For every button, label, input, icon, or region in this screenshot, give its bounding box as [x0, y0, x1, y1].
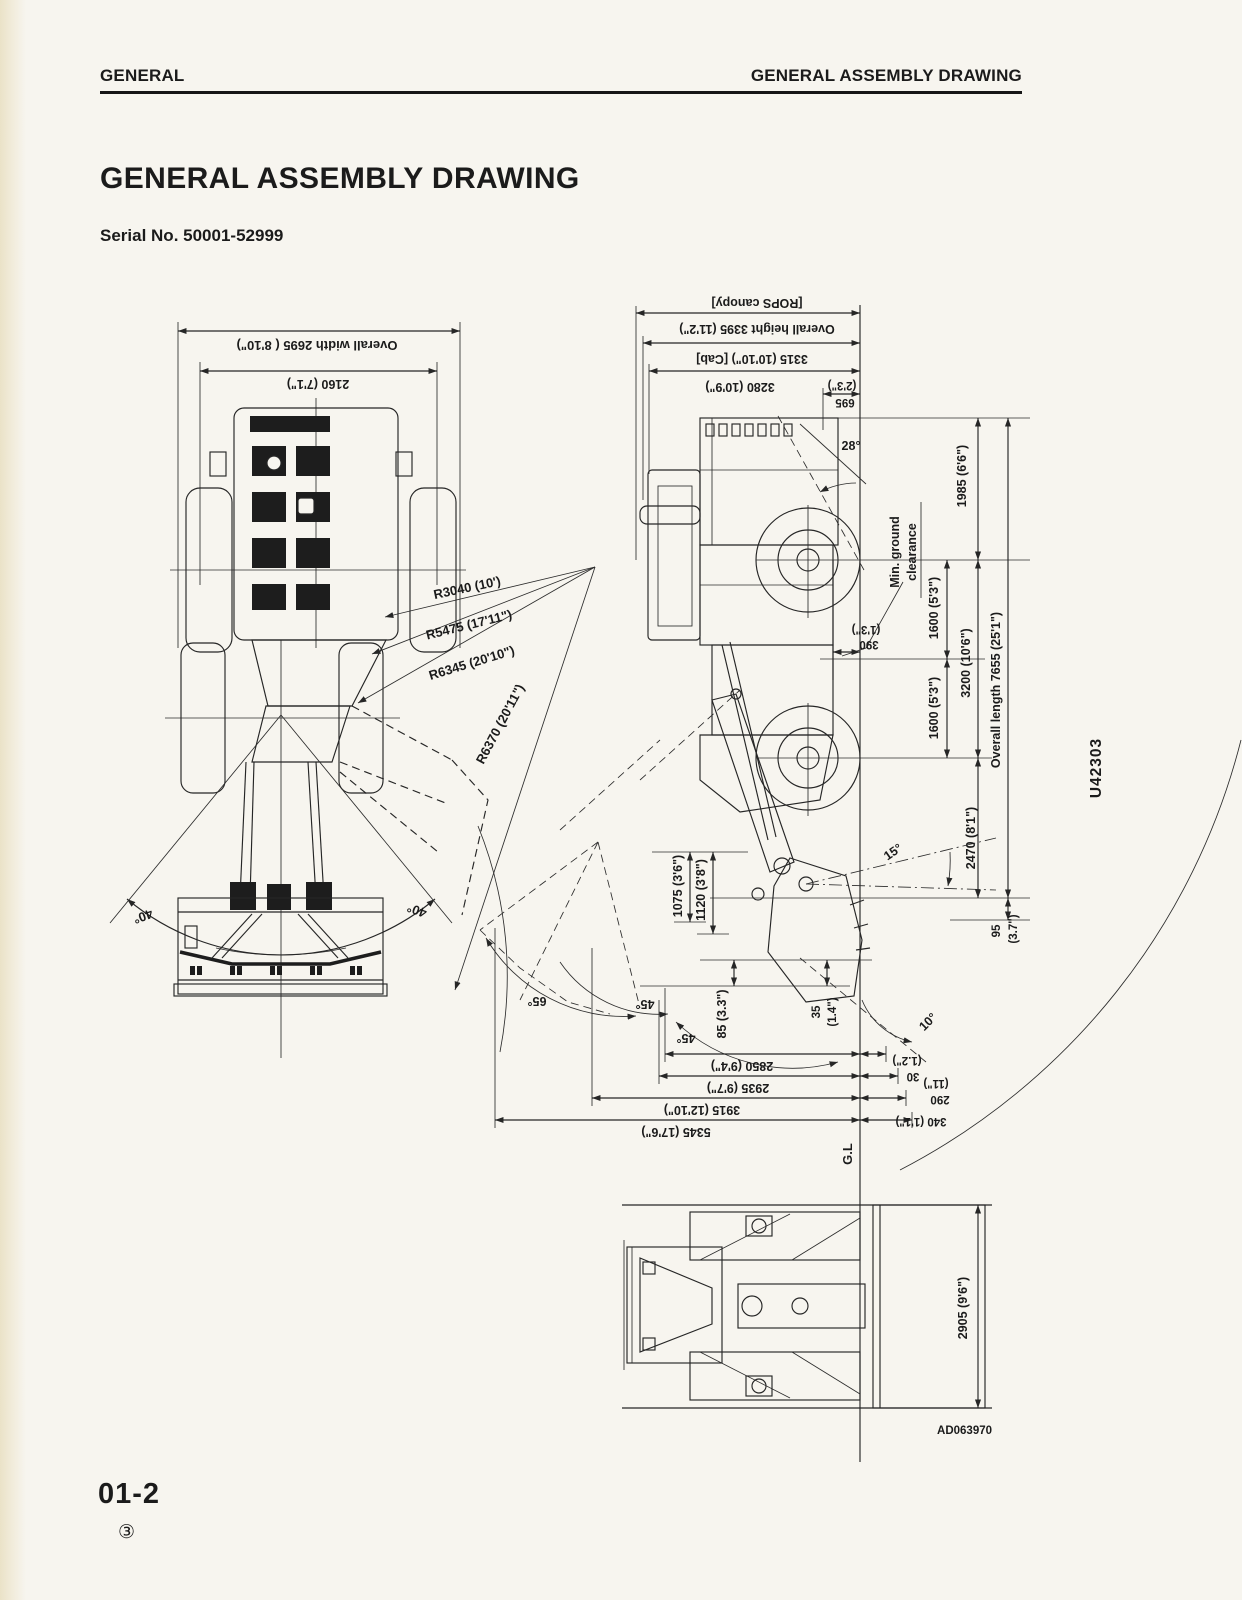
dim-95: 95: [991, 924, 1003, 937]
hood-ribs: [705, 423, 793, 437]
label-rops-canopy: [ROPS canopy]: [712, 296, 803, 310]
dim-5345: 5345 (17'6"): [641, 1125, 710, 1139]
dim-695-in: (2'3"): [828, 379, 857, 391]
radius-r5475: R5475 (17'11"): [424, 607, 513, 643]
dim-85: 85 (3.3"): [715, 989, 729, 1038]
side-angle-callouts: 28° 15° 10° 65° 45° 45°: [485, 423, 953, 1069]
dim-290: 290: [930, 1093, 949, 1105]
figure-code: AD063970: [937, 1425, 992, 1437]
dim-overall-length: Overall length 7655 (25'1"): [989, 612, 1003, 768]
dim-2850: 2850 (9'4"): [711, 1059, 773, 1073]
dim-30: 30: [907, 1070, 920, 1082]
angle-15: 15°: [881, 841, 905, 863]
dim-2935: 2935 (9'7"): [707, 1081, 769, 1095]
plan-machine-body: [165, 398, 466, 1058]
bucket-front: [623, 1240, 723, 1370]
bucket-detail-dimensions: 1075 (3'6") 1120 (3'8") 85 (3.3") 35 (1.…: [640, 851, 872, 1039]
dim-overall-width: Overall width 2695 ( 8'10"): [237, 338, 398, 353]
dim-340: 340 (1'1"): [895, 1115, 946, 1127]
dim-95-in: (3.7"): [1008, 914, 1020, 943]
dim-3280: 3280 (10'9"): [705, 380, 774, 394]
dim-290-in: (11"): [923, 1077, 948, 1089]
revision-mark: ③: [118, 1522, 136, 1543]
dim-1985: 1985 (6'6"): [955, 445, 969, 507]
dim-390: 390: [859, 638, 878, 650]
serial-number: Serial No. 50001-52999: [100, 226, 284, 245]
dim-1120: 1120 (3'8"): [694, 859, 708, 921]
radius-r6370: R6370 (20'11"): [473, 681, 528, 766]
dim-1600-upper: 1600 (5'3"): [927, 577, 941, 639]
running-head-left: GENERAL: [100, 66, 185, 85]
side-view: 28° 15° 10° 65° 45° 45° [ROPS c: [479, 296, 1030, 1462]
header-rule: [100, 91, 1022, 94]
steer-angle-left: 40°: [131, 906, 155, 927]
dim-35-in: (1.4"): [827, 997, 839, 1026]
dim-3915: 3915 (12'10"): [664, 1103, 740, 1117]
boom: [711, 693, 795, 873]
running-head-right: GENERAL ASSEMBLY DRAWING: [750, 66, 1022, 85]
plan-bucket: [173, 897, 388, 997]
reach-dimensions: 2850 (9'4") 2935 (9'7") 3915 (12'10") 53…: [494, 928, 950, 1165]
tires-side: [755, 505, 1030, 816]
dim-2470: 2470 (8'1"): [964, 807, 978, 869]
turning-radii: R3040 (10') R5475 (17'11") R6345 (20'10"…: [357, 566, 1242, 1171]
angle-65: 65°: [528, 994, 547, 1008]
plan-view: Overall width 2695 ( 8'10") 2160 (7'1"): [109, 322, 1242, 1171]
bucket-bolts: [190, 966, 362, 975]
radius-r6345: R6345 (20'10"): [427, 643, 516, 683]
ground-line-label: G.L: [840, 1143, 855, 1165]
angle-45-ground: 45°: [677, 1031, 696, 1045]
tires-front: [872, 1204, 986, 1409]
length-dimensions: 1985 (6'6") 1600 (5'3") 1600 (5'3") 3200…: [710, 417, 1030, 944]
note-min-ground-2: clearance: [905, 523, 919, 581]
dim-1600-lower: 1600 (5'3"): [927, 677, 941, 739]
running-head: GENERAL GENERAL ASSEMBLY DRAWING: [100, 66, 1022, 86]
angle-10: 10°: [916, 1010, 939, 1033]
bucket-side: [767, 857, 863, 1003]
dim-overall-height: Overall height 3395 (11'2"): [679, 322, 835, 336]
angle-28: 28°: [842, 439, 861, 453]
dim-695: 695: [835, 396, 855, 408]
steering-envelope: 40° 40°: [109, 705, 508, 1053]
dim-2905: 2905 (9'6"): [956, 1277, 970, 1339]
dim-35: 35: [811, 1005, 823, 1018]
front-view: 2905 (9'6") AD063970: [622, 1204, 992, 1437]
angle-45-carry: 45°: [636, 997, 655, 1011]
steer-angle-right: 40°: [405, 900, 429, 921]
page-number: 01-2: [98, 1478, 161, 1510]
note-min-ground-1: Min. ground: [888, 516, 902, 588]
dim-390-in: (1'3"): [852, 623, 881, 635]
dim-3200: 3200 (10'6"): [959, 628, 973, 697]
drawing-ref-code: U42303: [1088, 738, 1105, 798]
page-title: GENERAL ASSEMBLY DRAWING: [100, 162, 580, 195]
dim-30-in: (1.2"): [892, 1054, 921, 1066]
dim-inner-width: 2160 (7'1"): [287, 377, 349, 391]
dim-cab-height: 3315 (10'10") [Cab]: [696, 352, 808, 366]
dim-1075: 1075 (3'6"): [671, 855, 685, 917]
height-dimensions: [ROPS canopy] Overall height 3395 (11'2"…: [635, 296, 861, 560]
